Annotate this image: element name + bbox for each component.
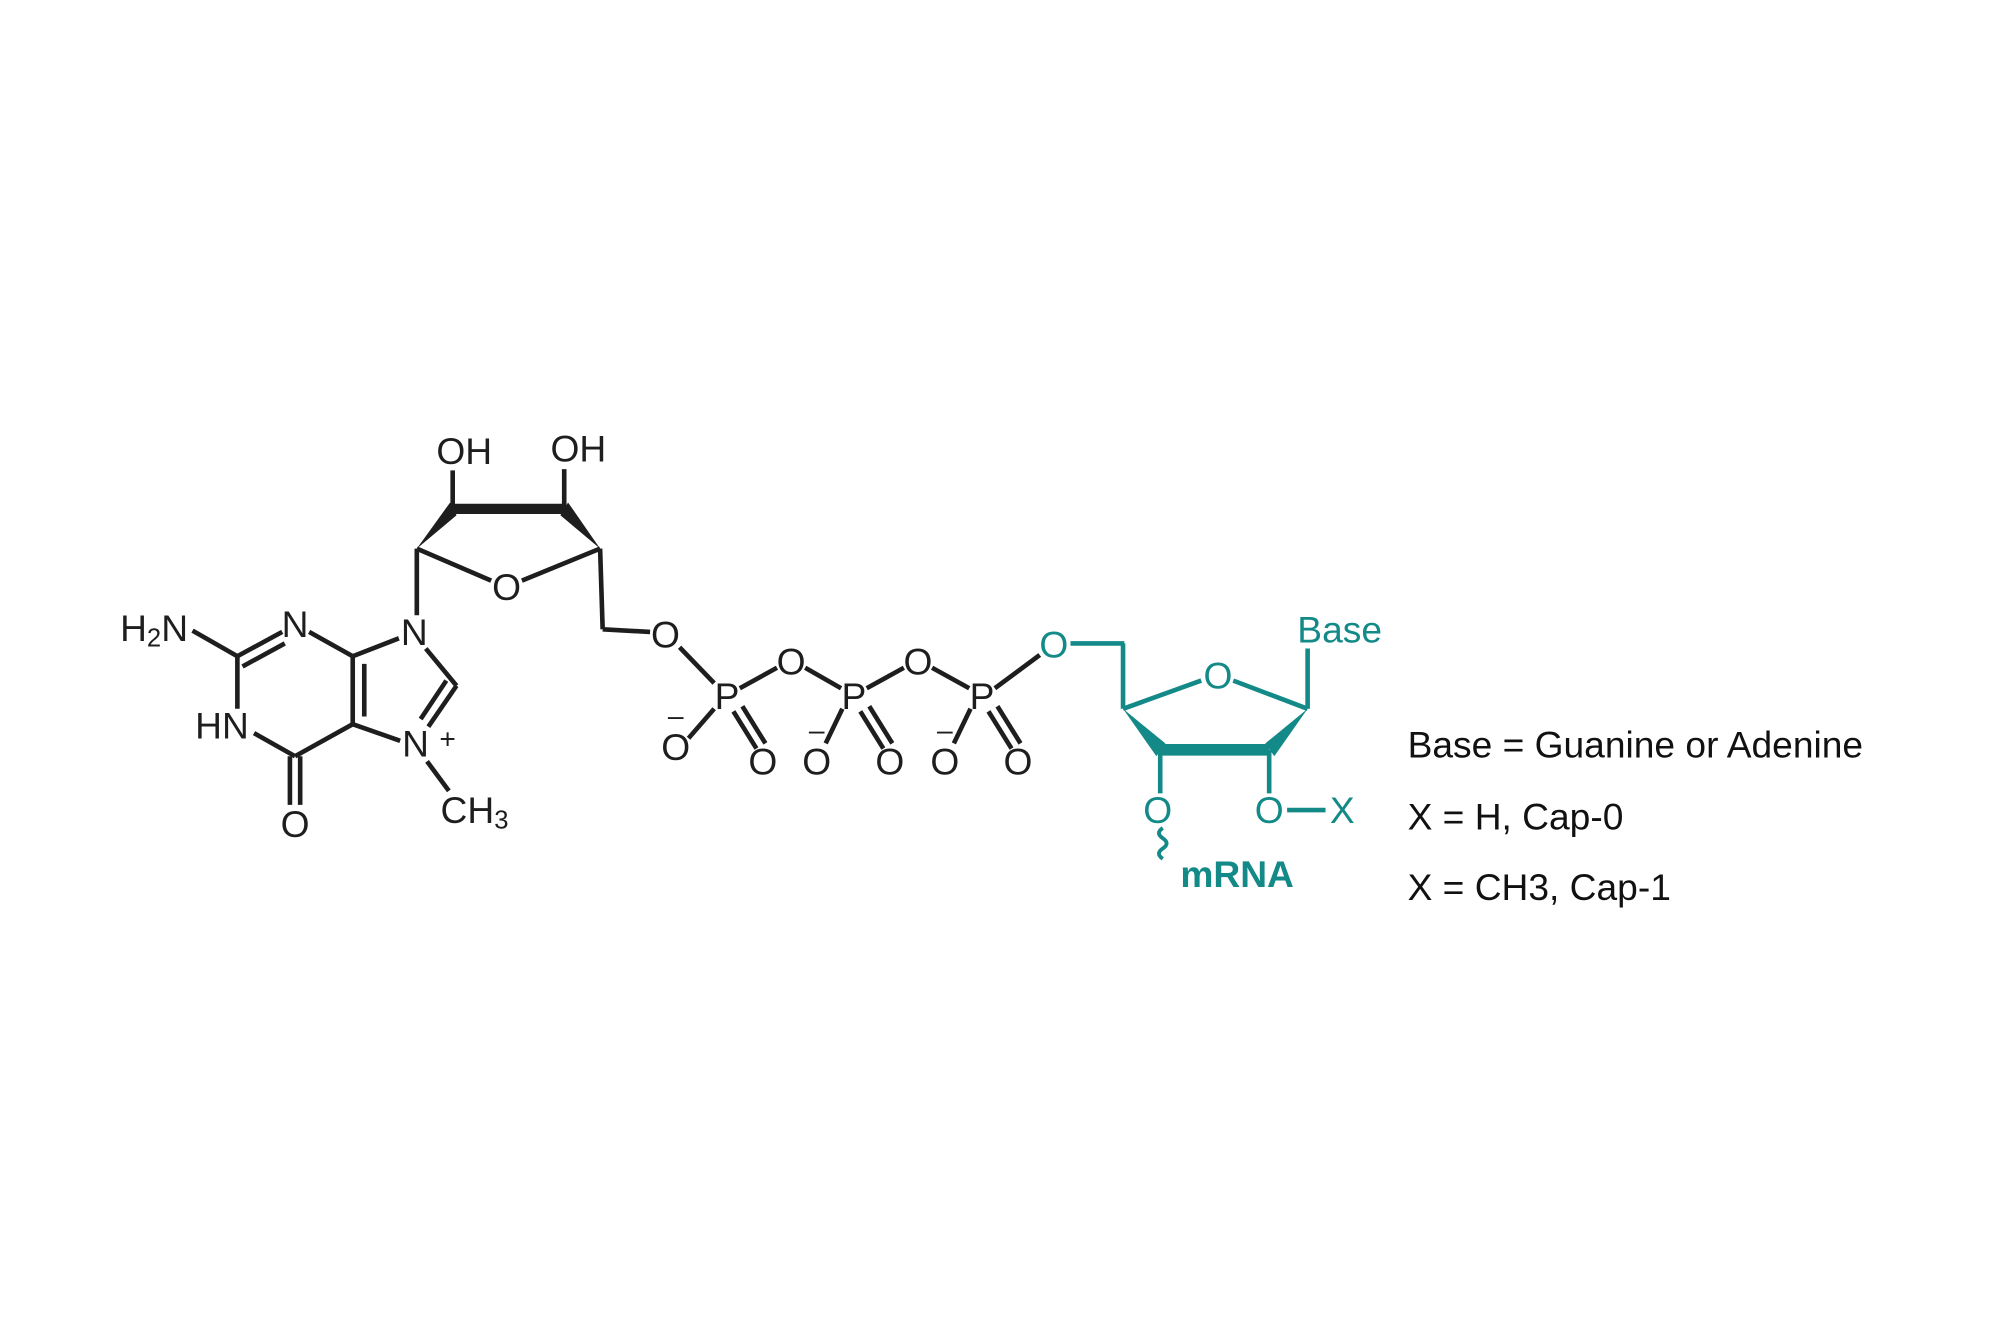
phosphorus-label: P	[841, 675, 866, 717]
legend-cap0: X = H, Cap-0	[1408, 795, 1624, 837]
base-label: Base	[1297, 608, 1382, 650]
oxygen-minus-label: O	[930, 740, 959, 782]
phosphorus-label: P	[715, 675, 740, 717]
phosphorus-label: P	[970, 675, 995, 717]
atom-n1h: HN	[195, 704, 249, 746]
phosphate-alpha: P O – O O	[661, 640, 805, 782]
oxygen-minus-label: O	[802, 740, 831, 782]
methyl-group-label: CH3	[441, 789, 509, 834]
oxygen-minus-label: O	[661, 726, 690, 768]
oxygen-double-label: O	[1003, 740, 1032, 782]
ribose-5-oxygen: O	[651, 613, 680, 655]
legend-cap1: X = CH3, Cap-1	[1408, 866, 1671, 908]
guanine-bonds	[191, 628, 459, 805]
negative-charge: –	[937, 713, 953, 745]
nucleotide-5-oxygen: O	[1039, 624, 1068, 666]
positive-charge: +	[439, 722, 455, 754]
amino-group-label: H2N	[120, 607, 188, 652]
nucleotide-bonds	[1070, 641, 1326, 861]
mrna-label: mRNA	[1180, 853, 1294, 895]
hydroxyl-3-label: OH	[550, 428, 606, 470]
legend-base: Base = Guanine or Adenine	[1408, 724, 1864, 766]
atom-o6: O	[281, 803, 310, 845]
nucleotide-3-oxygen: O	[1143, 789, 1172, 831]
hydroxyl-2-label: OH	[436, 430, 492, 472]
phosphate-gamma: P O – O	[930, 675, 1032, 782]
oxygen-double-label: O	[748, 740, 777, 782]
negative-charge: –	[668, 699, 684, 731]
negative-charge: –	[809, 713, 825, 745]
atom-n3: N	[282, 603, 309, 645]
nucleotide-2-oxygen: O	[1255, 789, 1284, 831]
triphosphate-bonds	[677, 645, 1042, 750]
ribose-ring-oxygen: O	[492, 566, 521, 608]
atom-n7: N	[402, 722, 429, 764]
nucleotide-ring-oxygen: O	[1203, 654, 1232, 696]
ribose-bonds	[414, 469, 651, 635]
bridge-oxygen-label: O	[777, 640, 806, 682]
phosphate-beta: P O – O O	[802, 640, 932, 782]
oxygen-double-label: O	[875, 740, 904, 782]
bridge-oxygen-label: O	[904, 640, 933, 682]
atom-n9: N	[401, 611, 428, 653]
x-substituent-label: X	[1330, 789, 1355, 831]
